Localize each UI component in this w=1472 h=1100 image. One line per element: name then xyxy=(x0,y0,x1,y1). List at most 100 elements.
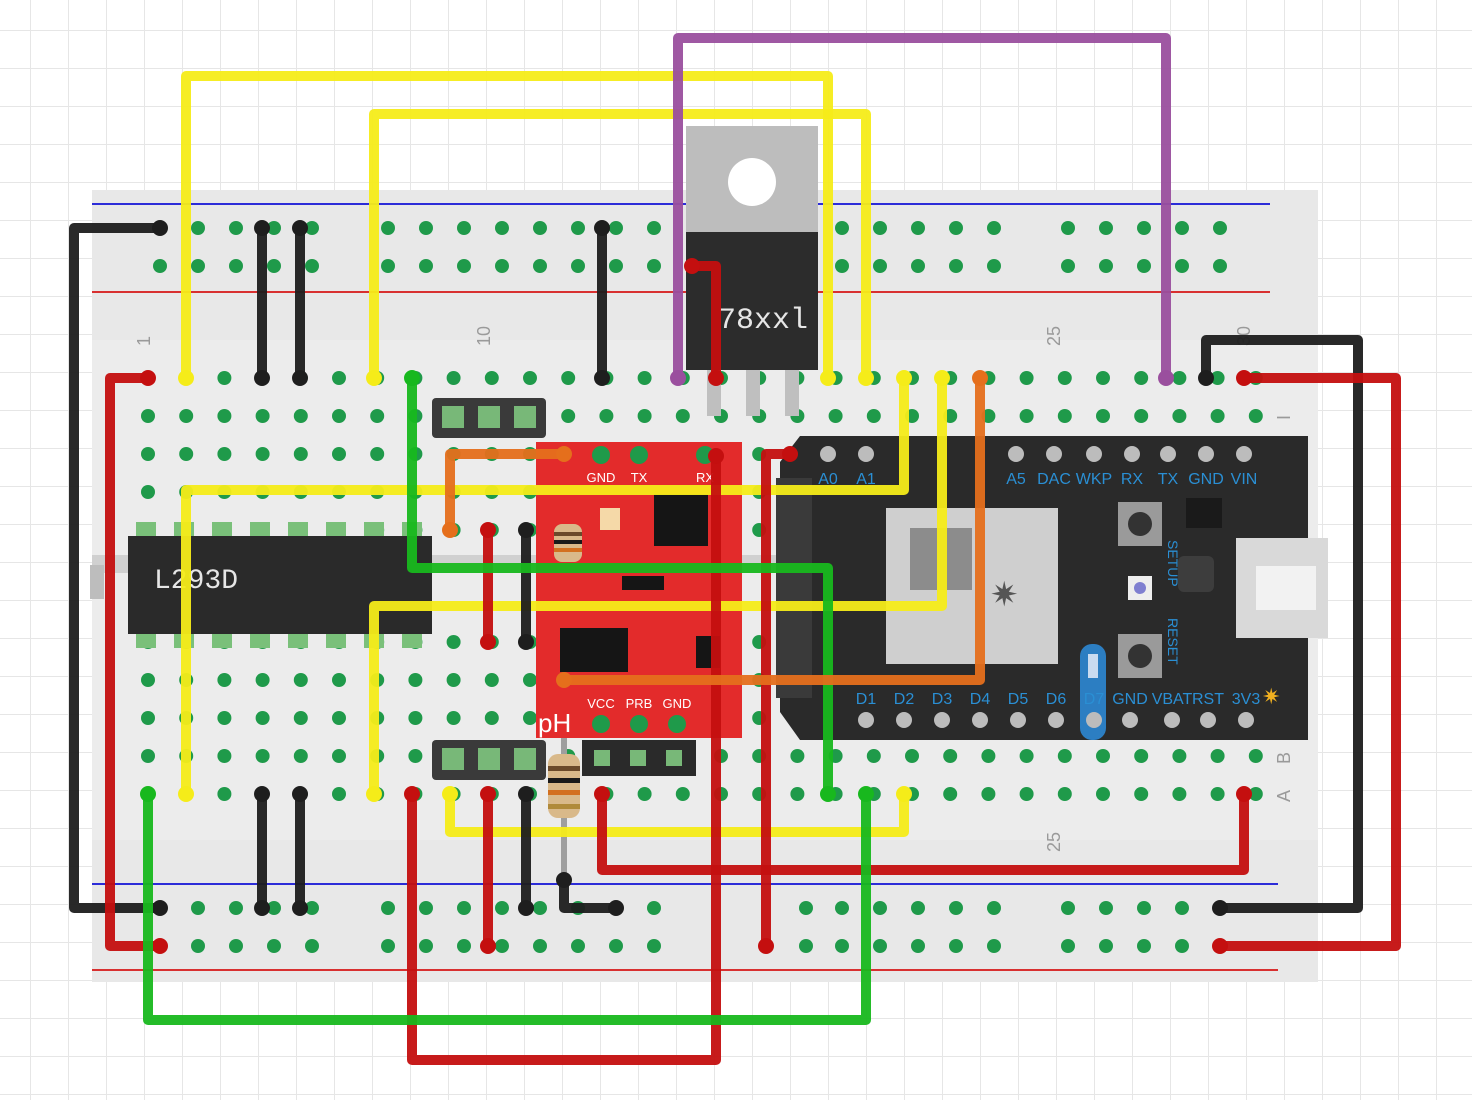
breadboard-hole[interactable] xyxy=(905,749,919,763)
black-wire-end[interactable] xyxy=(518,522,534,538)
breadboard-hole[interactable] xyxy=(446,371,461,385)
rail-hole[interactable] xyxy=(647,221,661,235)
breadboard-hole[interactable] xyxy=(332,787,346,801)
breadboard-hole[interactable] xyxy=(1172,749,1187,763)
black-wire-end[interactable] xyxy=(518,786,534,802)
rail-hole[interactable] xyxy=(873,221,887,235)
rail-hole[interactable] xyxy=(987,221,1001,235)
breadboard-hole[interactable] xyxy=(141,749,155,763)
breadboard-hole[interactable] xyxy=(255,409,270,423)
orange-wire-end[interactable] xyxy=(556,446,572,462)
rail-hole[interactable] xyxy=(949,939,963,953)
orange-wire[interactable] xyxy=(445,449,569,535)
rail-hole[interactable] xyxy=(571,939,585,953)
rail-hole[interactable] xyxy=(873,259,887,273)
black-wire-end[interactable] xyxy=(518,634,534,650)
breadboard-hole[interactable] xyxy=(1096,749,1110,763)
breadboard-hole[interactable] xyxy=(637,787,652,801)
breadboard-hole[interactable] xyxy=(141,711,155,725)
black-wire-end[interactable] xyxy=(152,220,168,236)
breadboard-hole[interactable] xyxy=(1248,787,1263,801)
breadboard-hole[interactable] xyxy=(1019,749,1034,763)
green-wire-end[interactable] xyxy=(404,370,420,386)
yellow-wire-end[interactable] xyxy=(366,786,382,802)
breadboard-hole[interactable] xyxy=(1172,371,1187,385)
red-wire-end[interactable] xyxy=(404,786,420,802)
yellow-wire[interactable] xyxy=(181,71,833,383)
breadboard-hole[interactable] xyxy=(523,673,537,687)
rail-hole[interactable] xyxy=(153,259,167,273)
breadboard-hole[interactable] xyxy=(561,371,576,385)
breadboard-hole[interactable] xyxy=(408,673,423,687)
breadboard-hole[interactable] xyxy=(141,485,155,499)
breadboard-hole[interactable] xyxy=(293,749,308,763)
rail-hole[interactable] xyxy=(1213,221,1227,235)
black-wire-end[interactable] xyxy=(292,786,308,802)
red-wire-end[interactable] xyxy=(1212,938,1228,954)
rail-hole[interactable] xyxy=(571,221,585,235)
breadboard-hole[interactable] xyxy=(1019,787,1034,801)
l293d-chip[interactable]: L293D xyxy=(90,522,432,648)
breadboard-hole[interactable] xyxy=(255,711,270,725)
green-wire-end[interactable] xyxy=(858,786,874,802)
rail-hole[interactable] xyxy=(229,901,243,915)
rail-hole[interactable] xyxy=(533,221,547,235)
breadboard-hole[interactable] xyxy=(141,673,155,687)
voltage-regulator[interactable]: 78xxl xyxy=(686,126,818,416)
breadboard-hole[interactable] xyxy=(255,447,270,461)
rail-hole[interactable] xyxy=(533,901,547,915)
breadboard-hole[interactable] xyxy=(217,787,232,801)
breadboard-hole[interactable] xyxy=(523,371,537,385)
breadboard-hole[interactable] xyxy=(332,371,346,385)
sensor-header[interactable] xyxy=(582,740,696,776)
orange-wire-end[interactable] xyxy=(556,672,572,688)
breadboard-hole[interactable] xyxy=(217,749,232,763)
breadboard-hole[interactable] xyxy=(293,447,308,461)
yellow-wire-end[interactable] xyxy=(934,370,950,386)
rail-hole[interactable] xyxy=(191,221,205,235)
black-wire-end[interactable] xyxy=(556,872,572,888)
yellow-wire[interactable] xyxy=(181,373,909,799)
black-wire-end[interactable] xyxy=(594,370,610,386)
rail-hole[interactable] xyxy=(911,939,925,953)
rail-hole[interactable] xyxy=(1175,901,1189,915)
breadboard-hole[interactable] xyxy=(484,711,499,725)
rail-hole[interactable] xyxy=(799,939,813,953)
breadboard-hole[interactable] xyxy=(141,409,155,423)
rail-hole[interactable] xyxy=(1175,939,1189,953)
breadboard-hole[interactable] xyxy=(370,409,385,423)
breadboard-hole[interactable] xyxy=(1096,787,1110,801)
resistor-1[interactable] xyxy=(554,524,582,562)
rail-hole[interactable] xyxy=(267,939,281,953)
breadboard-hole[interactable] xyxy=(293,673,308,687)
rail-hole[interactable] xyxy=(381,221,395,235)
rail-hole[interactable] xyxy=(381,901,395,915)
breadboard-hole[interactable] xyxy=(293,409,308,423)
red-wire[interactable] xyxy=(1215,373,1401,951)
rail-hole[interactable] xyxy=(495,221,509,235)
red-wire-end[interactable] xyxy=(758,938,774,954)
rail-hole[interactable] xyxy=(1061,259,1075,273)
orange-wire[interactable] xyxy=(559,373,985,685)
breadboard-hole[interactable] xyxy=(1172,409,1187,423)
yellow-wire[interactable] xyxy=(445,789,909,837)
breadboard-hole[interactable] xyxy=(293,711,308,725)
rail-hole[interactable] xyxy=(609,259,623,273)
breadboard-hole[interactable] xyxy=(1248,749,1263,763)
breadboard-hole[interactable] xyxy=(981,787,996,801)
rail-hole[interactable] xyxy=(647,939,661,953)
breadboard-hole[interactable] xyxy=(675,409,690,423)
rail-hole[interactable] xyxy=(987,939,1001,953)
rail-hole[interactable] xyxy=(191,901,205,915)
rail-hole[interactable] xyxy=(911,221,925,235)
breadboard-hole[interactable] xyxy=(332,749,346,763)
red-wire-end[interactable] xyxy=(480,938,496,954)
yellow-wire-end[interactable] xyxy=(366,370,382,386)
breadboard-hole[interactable] xyxy=(1210,371,1225,385)
yellow-wire-end[interactable] xyxy=(820,370,836,386)
rail-hole[interactable] xyxy=(1137,221,1151,235)
purple-wire-end[interactable] xyxy=(670,370,686,386)
rail-hole[interactable] xyxy=(419,901,433,915)
rail-hole[interactable] xyxy=(457,939,471,953)
breadboard-hole[interactable] xyxy=(1096,371,1110,385)
